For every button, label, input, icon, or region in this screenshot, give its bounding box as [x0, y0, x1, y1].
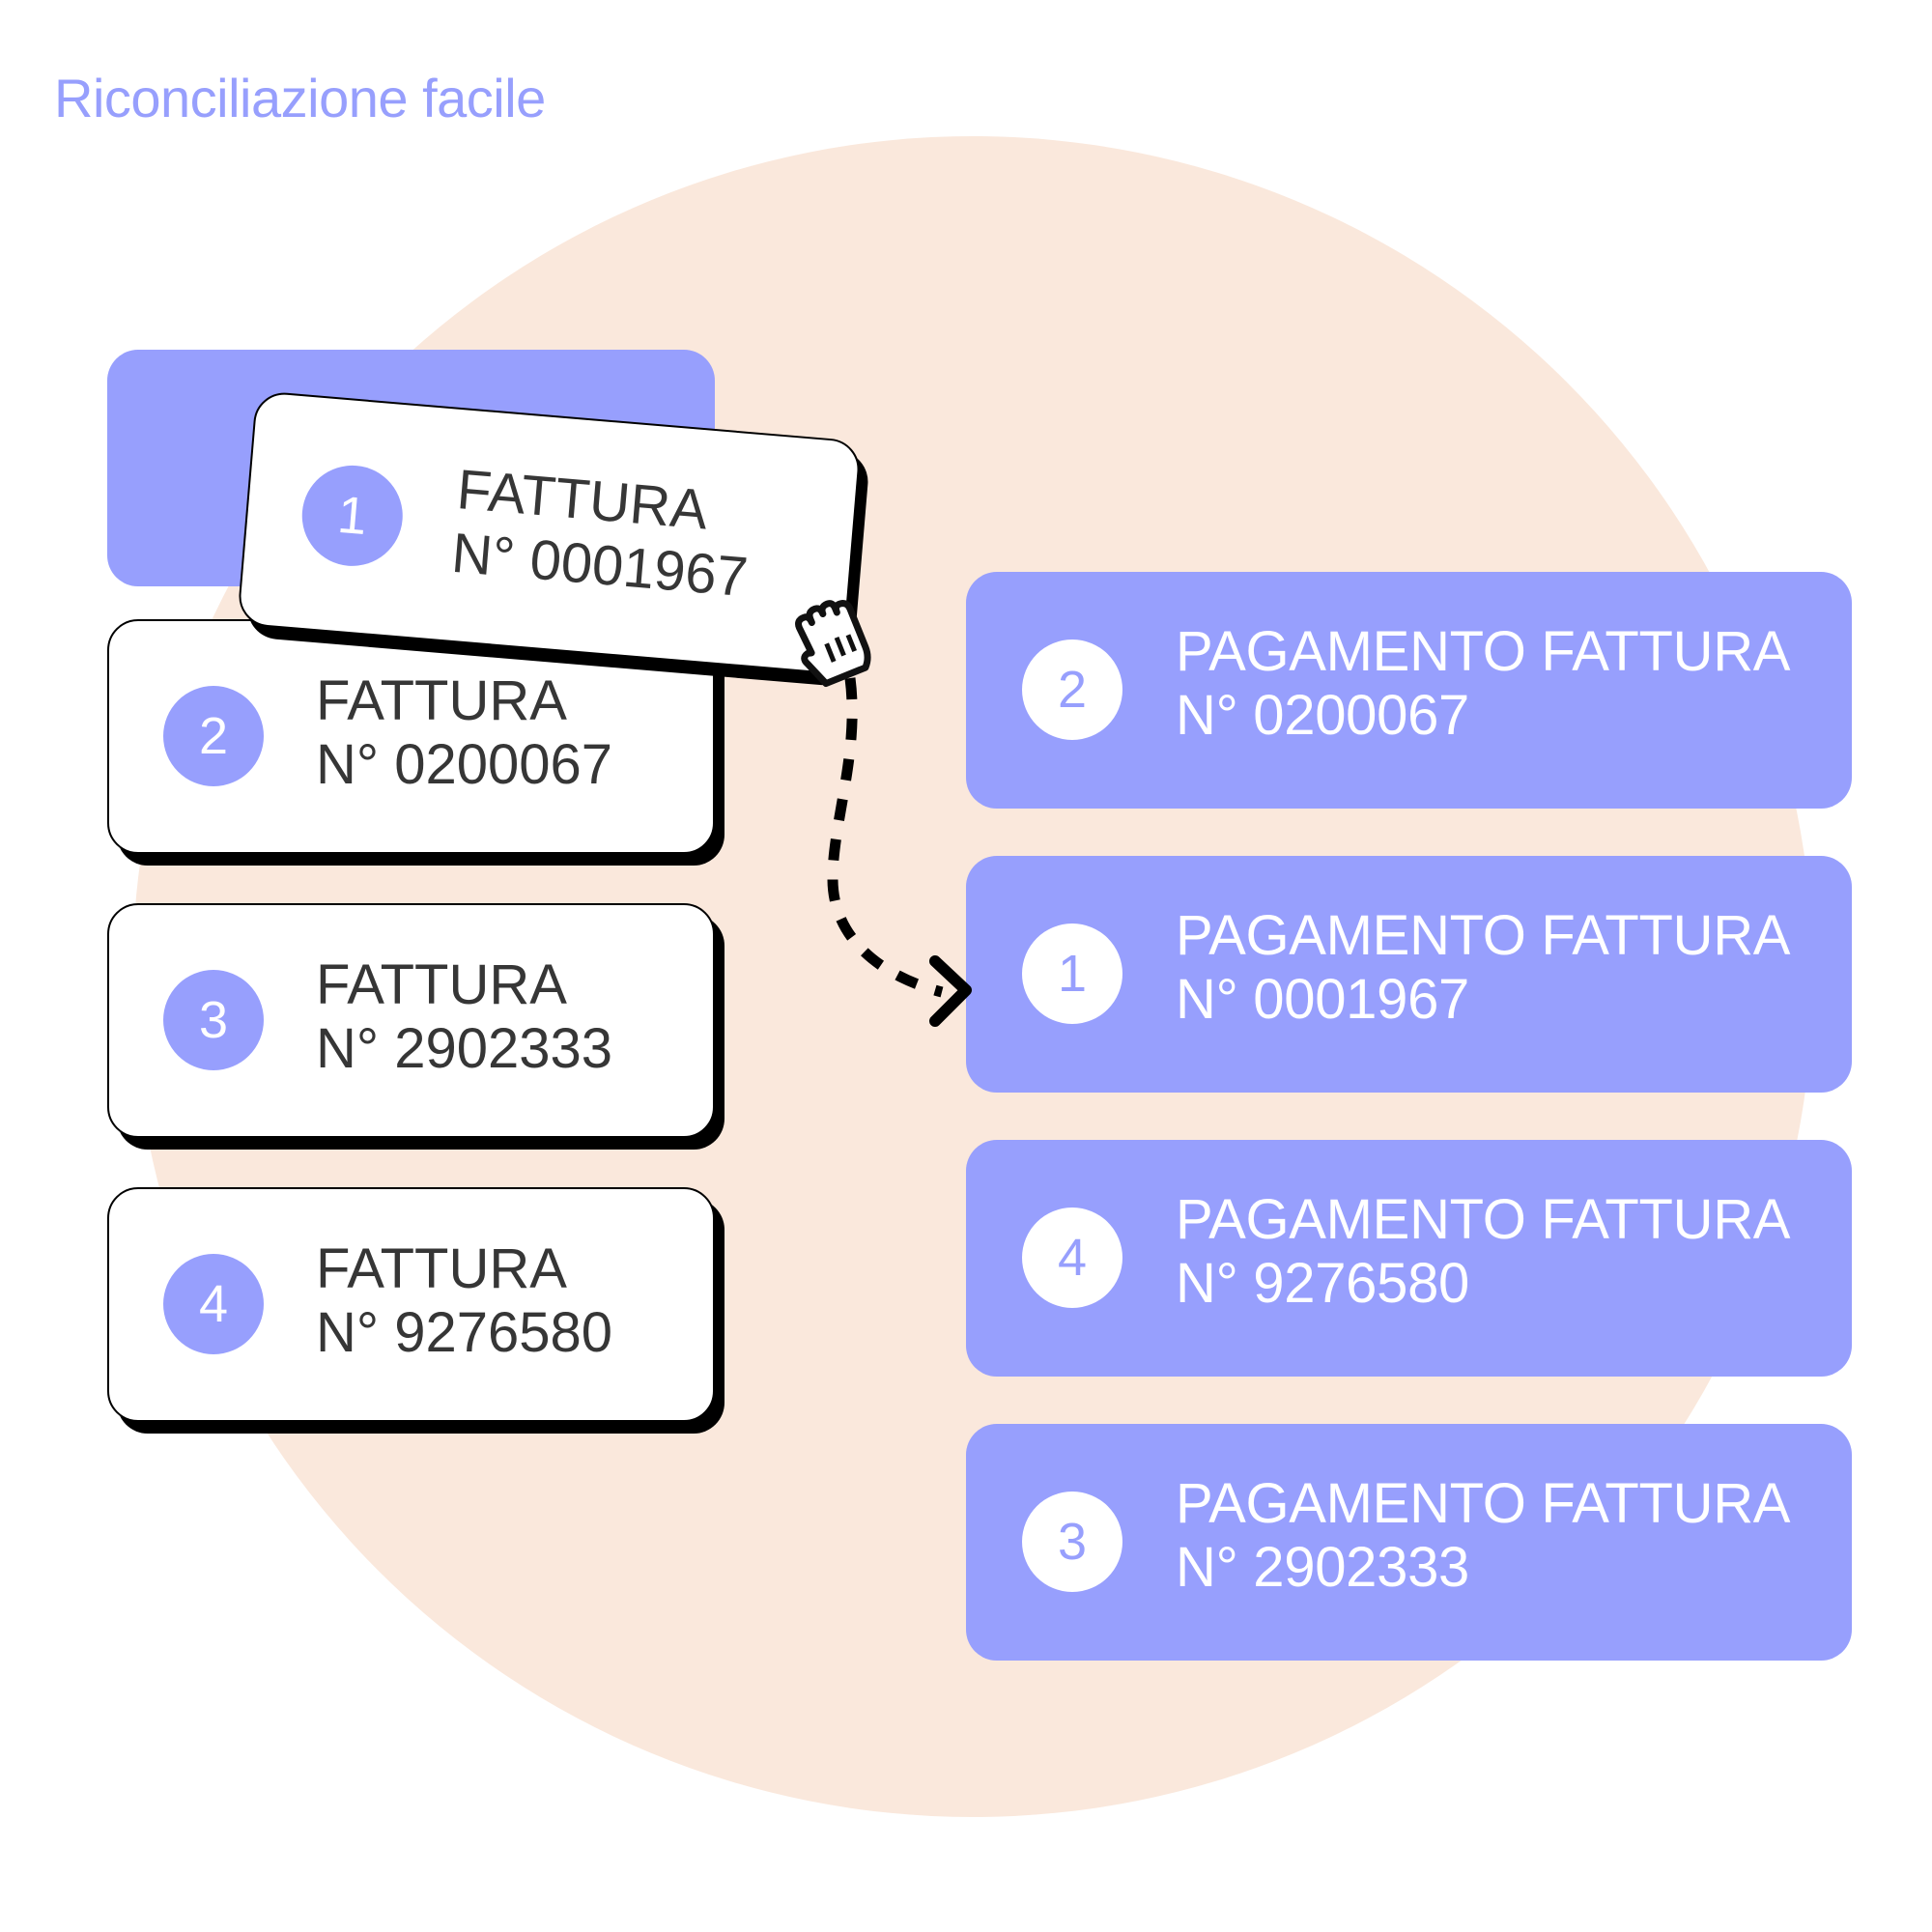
payment-text: PAGAMENTO FATTURA N° 0001967 [1176, 904, 1790, 1032]
invoice-id: N° 0200067 [316, 733, 612, 796]
payment-card-4[interactable]: 4 PAGAMENTO FATTURA N° 9276580 [966, 1140, 1852, 1377]
invoice-label: FATTURA [316, 1237, 567, 1300]
payment-number-badge: 1 [1022, 923, 1122, 1024]
payment-id: N° 0200067 [1176, 684, 1469, 747]
payment-card-1-drop-target[interactable]: 1 PAGAMENTO FATTURA N° 0001967 [966, 856, 1852, 1093]
invoice-id: N° 9276580 [316, 1301, 612, 1364]
payment-card-3[interactable]: 3 PAGAMENTO FATTURA N° 2902333 [966, 1424, 1852, 1661]
payment-label: PAGAMENTO FATTURA [1176, 620, 1791, 683]
page-title: Riconciliazione facile [54, 68, 546, 128]
invoice-text: FATTURA N° 2902333 [316, 953, 612, 1081]
invoice-id: N° 2902333 [316, 1017, 612, 1080]
payment-number-badge: 2 [1022, 639, 1122, 740]
invoice-label: FATTURA [316, 669, 567, 732]
payment-number-badge: 4 [1022, 1208, 1122, 1308]
invoice-number-badge: 1 [298, 461, 407, 571]
payment-id: N° 0001967 [1176, 968, 1469, 1031]
payment-text: PAGAMENTO FATTURA N° 2902333 [1176, 1472, 1790, 1600]
grab-hand-icon [795, 600, 871, 688]
payment-label: PAGAMENTO FATTURA [1176, 1188, 1791, 1251]
invoice-number-badge: 3 [163, 970, 264, 1070]
invoice-card-4[interactable]: 4 FATTURA N° 9276580 [107, 1187, 715, 1422]
payment-text: PAGAMENTO FATTURA N° 0200067 [1176, 620, 1790, 748]
invoice-text: FATTURA N° 0001967 [449, 458, 755, 610]
payment-id: N° 2902333 [1176, 1536, 1469, 1599]
invoice-number-badge: 2 [163, 686, 264, 786]
payment-label: PAGAMENTO FATTURA [1176, 904, 1791, 967]
invoice-card-2[interactable]: 2 FATTURA N° 0200067 [107, 619, 715, 854]
payment-id: N° 9276580 [1176, 1252, 1469, 1315]
invoice-text: FATTURA N° 9276580 [316, 1237, 612, 1365]
payment-card-2[interactable]: 2 PAGAMENTO FATTURA N° 0200067 [966, 572, 1852, 809]
invoice-number-badge: 4 [163, 1254, 264, 1354]
payment-text: PAGAMENTO FATTURA N° 9276580 [1176, 1188, 1790, 1316]
payment-label: PAGAMENTO FATTURA [1176, 1472, 1791, 1535]
invoice-label: FATTURA [316, 953, 567, 1016]
payment-number-badge: 3 [1022, 1492, 1122, 1592]
invoice-text: FATTURA N° 0200067 [316, 669, 612, 797]
invoice-card-3[interactable]: 3 FATTURA N° 2902333 [107, 903, 715, 1138]
